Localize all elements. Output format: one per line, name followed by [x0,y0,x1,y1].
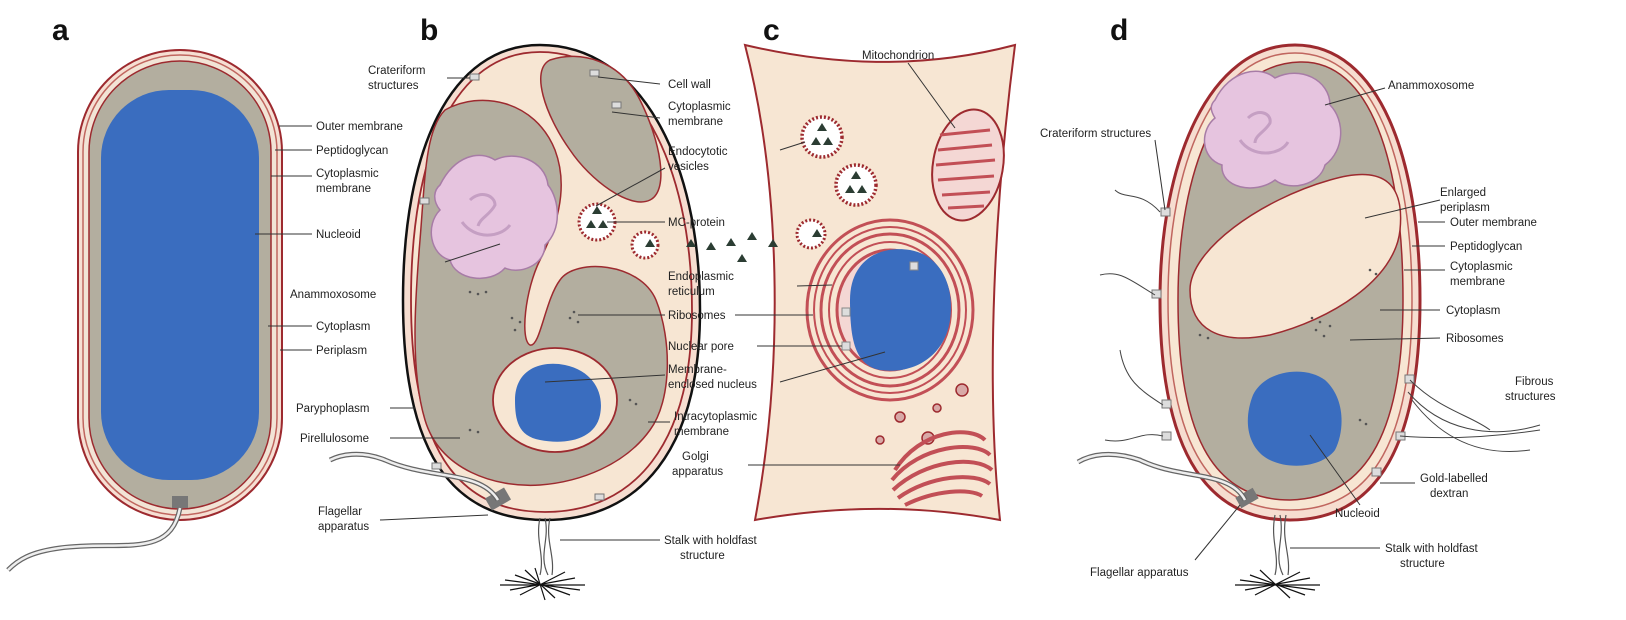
label-pirellulosome: Pirellulosome [300,433,369,445]
label-icm-membrane: membrane [674,426,729,438]
panel-b-letter: b [420,14,438,47]
label-enclosed-nucleus: enclosed nucleus [668,379,757,391]
panel-a: a Outer membrane Peptidoglycan Cytoplasm… [8,14,403,570]
label-membrane: membrane [316,183,371,195]
label-flagellar: Flagellar [318,506,362,518]
label-endocytotic: Endocytotic [668,146,728,158]
label-fibrous: Fibrous [1515,376,1554,388]
label-membrane-d: membrane [1450,276,1505,288]
label-anammoxosome: Anammoxosome [290,289,376,301]
label-nucleoid: Nucleoid [316,229,361,241]
label-paryphoplasm: Paryphoplasm [296,403,370,415]
label-flagellar-d: Flagellar apparatus [1090,567,1189,579]
panel-d: d [1040,14,1556,598]
label-stalk-structure-d: structure [1400,558,1445,570]
label-reticulum: reticulum [668,286,715,298]
label-crateriform-d: Crateriform structures [1040,128,1151,140]
label-cytoplasm: Cytoplasm [316,321,370,333]
label-stalk-d: Stalk with holdfast [1385,543,1478,555]
panel-c: c [686,14,1015,520]
label-apparatus: apparatus [672,466,723,478]
label-anammoxosome-d: Anammoxosome [1388,80,1474,92]
panel-c-letter: c [763,14,780,47]
label-dextran: dextran [1430,488,1468,500]
label-peptidoglycan-d: Peptidoglycan [1450,241,1522,253]
label-vesicles: vesicles [668,161,709,173]
label-periplasm-d: periplasm [1440,202,1490,214]
label-membrane-nucleus: Membrane- [668,364,727,376]
label-crateriform: Crateriform [368,65,426,77]
anammoxosome-d [1205,71,1341,188]
label-flagellar-apparatus: apparatus [318,521,369,533]
holdfast-d [1235,570,1320,598]
label-ribosomes-d: Ribosomes [1446,333,1504,345]
label-cytoplasmic: Cytoplasmic [316,168,379,180]
endocytotic-vesicle-c3 [797,220,825,248]
label-stalk-structure: structure [680,550,725,562]
mc-protein-vesicle [632,232,658,258]
label-golgi: Golgi [682,451,709,463]
label-nucleoid-d: Nucleoid [1335,508,1380,520]
label-membrane: membrane [668,116,723,128]
holdfast-stalk-d [1274,515,1289,575]
label-ribosomes: Ribosomes [668,310,726,322]
label-stalk: Stalk with holdfast [664,535,757,547]
flagellar-motor [172,496,188,508]
label-cytoplasmic-d: Cytoplasmic [1450,261,1513,273]
label-cytoplasmic: Cytoplasmic [668,101,731,113]
label-endoplasmic: Endoplasmic [668,271,734,283]
nucleoid-region [101,90,259,480]
label-enlarged: Enlarged [1440,187,1486,199]
label-intracytoplasmic: Intracytoplasmic [674,411,757,423]
label-cytoplasm-d: Cytoplasm [1446,305,1500,317]
panel-b: b [296,14,757,600]
label-fibrous-structures: structures [1505,391,1556,403]
nucleoid-d [1248,372,1342,466]
label-mitochondrion: Mitochondrion [862,50,934,62]
label-gold: Gold-labelled [1420,473,1488,485]
holdfast-stalk [539,518,553,575]
holdfast [500,568,585,600]
label-structures: structures [368,80,419,92]
label-cell-wall: Cell wall [668,79,711,91]
label-outer-membrane-d: Outer membrane [1450,217,1537,229]
free-mc-proteins [686,232,778,262]
label-peptidoglycan: Peptidoglycan [316,145,388,157]
panel-d-letter: d [1110,14,1128,47]
label-outer-membrane: Outer membrane [316,121,403,133]
label-nuclear-pore: Nuclear pore [668,341,734,353]
panel-a-letter: a [52,14,69,47]
label-mc-protein: MC-protein [668,217,725,229]
label-periplasm: Periplasm [316,345,367,357]
